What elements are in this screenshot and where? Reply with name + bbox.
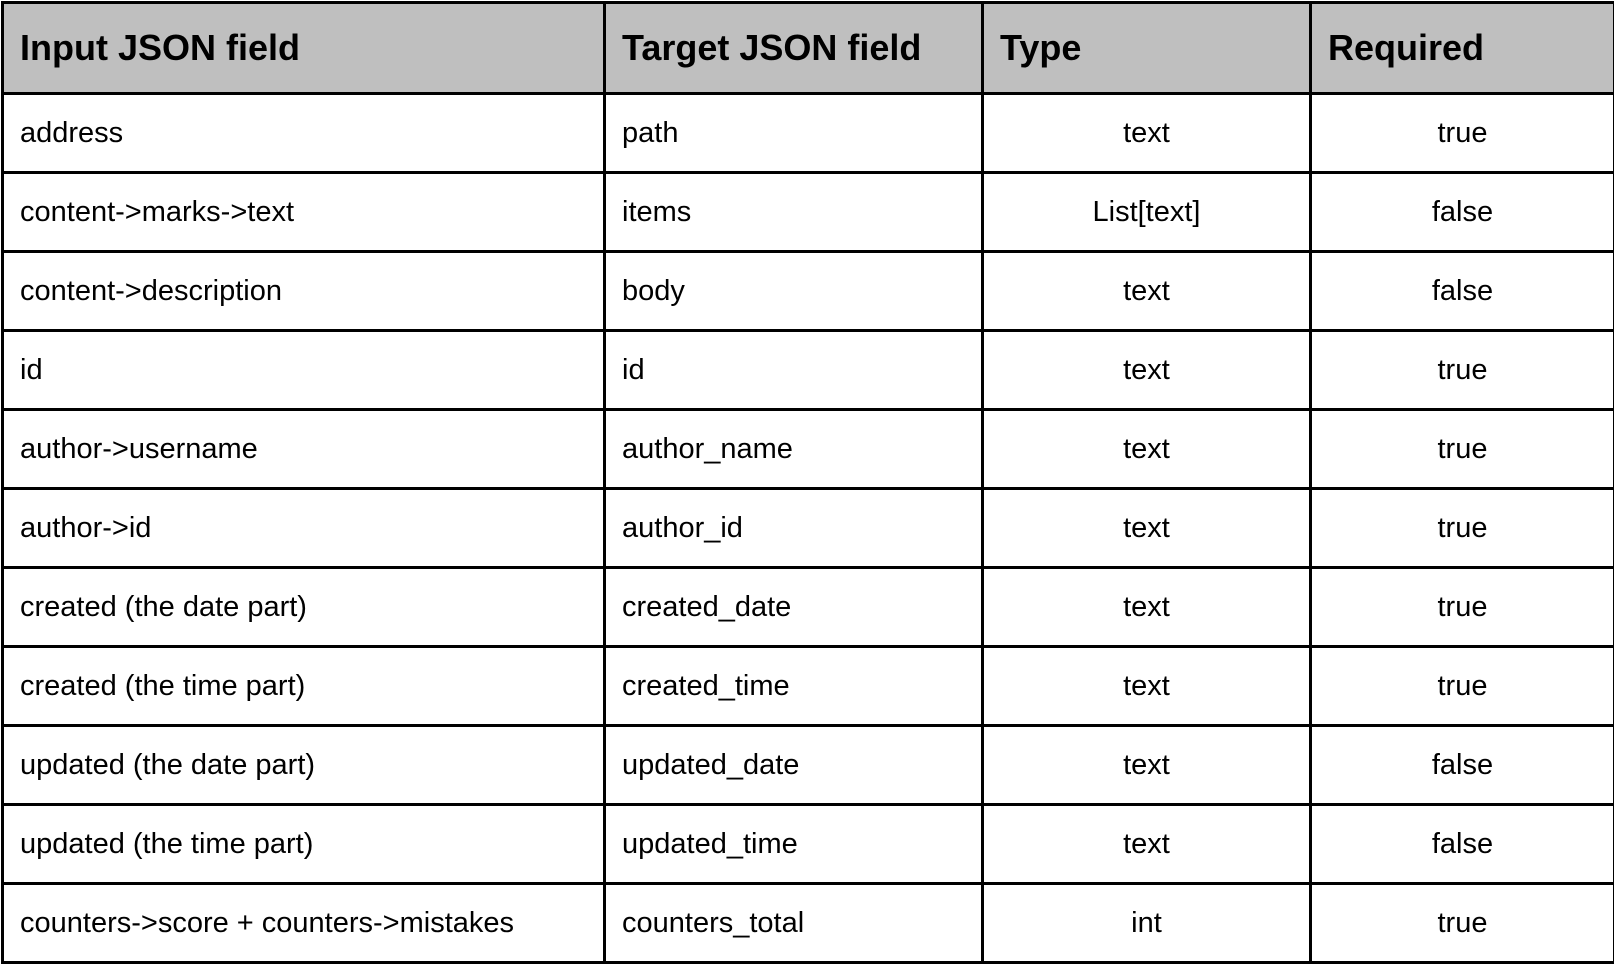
column-header-required: Required: [1311, 3, 1614, 94]
input-field-cell: updated (the date part): [3, 726, 605, 805]
input-field-cell: author->username: [3, 410, 605, 489]
type-cell: text: [983, 489, 1311, 568]
column-header-target-json-field: Target JSON field: [605, 3, 983, 94]
required-cell: false: [1311, 173, 1614, 252]
input-field-cell: content->marks->text: [3, 173, 605, 252]
table-row: id id text true: [3, 331, 1614, 410]
required-cell: true: [1311, 647, 1614, 726]
table-row: created (the date part) created_date tex…: [3, 568, 1614, 647]
table-header-row: Input JSON field Target JSON field Type …: [3, 3, 1614, 94]
type-cell: text: [983, 94, 1311, 173]
required-cell: true: [1311, 331, 1614, 410]
table-row: content->marks->text items List[text] fa…: [3, 173, 1614, 252]
input-field-cell: content->description: [3, 252, 605, 331]
required-cell: true: [1311, 410, 1614, 489]
table-row: content->description body text false: [3, 252, 1614, 331]
table-row: address path text true: [3, 94, 1614, 173]
target-field-cell: created_time: [605, 647, 983, 726]
target-field-cell: created_date: [605, 568, 983, 647]
input-field-cell: updated (the time part): [3, 805, 605, 884]
type-cell: int: [983, 884, 1311, 963]
target-field-cell: updated_time: [605, 805, 983, 884]
target-field-cell: items: [605, 173, 983, 252]
target-field-cell: body: [605, 252, 983, 331]
type-cell: text: [983, 726, 1311, 805]
target-field-cell: author_id: [605, 489, 983, 568]
type-cell: text: [983, 252, 1311, 331]
type-cell: text: [983, 410, 1311, 489]
column-header-type: Type: [983, 3, 1311, 94]
input-field-cell: author->id: [3, 489, 605, 568]
input-field-cell: counters->score + counters->mistakes: [3, 884, 605, 963]
input-field-cell: id: [3, 331, 605, 410]
type-cell: text: [983, 805, 1311, 884]
target-field-cell: updated_date: [605, 726, 983, 805]
type-cell: text: [983, 647, 1311, 726]
target-field-cell: path: [605, 94, 983, 173]
column-header-input-json-field: Input JSON field: [3, 3, 605, 94]
input-field-cell: created (the time part): [3, 647, 605, 726]
target-field-cell: id: [605, 331, 983, 410]
table-row: created (the time part) created_time tex…: [3, 647, 1614, 726]
table-row: counters->score + counters->mistakes cou…: [3, 884, 1614, 963]
type-cell: List[text]: [983, 173, 1311, 252]
required-cell: false: [1311, 805, 1614, 884]
required-cell: true: [1311, 489, 1614, 568]
table-row: updated (the date part) updated_date tex…: [3, 726, 1614, 805]
table-row: updated (the time part) updated_time tex…: [3, 805, 1614, 884]
input-field-cell: address: [3, 94, 605, 173]
target-field-cell: counters_total: [605, 884, 983, 963]
required-cell: false: [1311, 726, 1614, 805]
required-cell: true: [1311, 94, 1614, 173]
required-cell: false: [1311, 252, 1614, 331]
type-cell: text: [983, 568, 1311, 647]
table-row: author->id author_id text true: [3, 489, 1614, 568]
required-cell: true: [1311, 884, 1614, 963]
required-cell: true: [1311, 568, 1614, 647]
table-row: author->username author_name text true: [3, 410, 1614, 489]
type-cell: text: [983, 331, 1311, 410]
target-field-cell: author_name: [605, 410, 983, 489]
input-field-cell: created (the date part): [3, 568, 605, 647]
